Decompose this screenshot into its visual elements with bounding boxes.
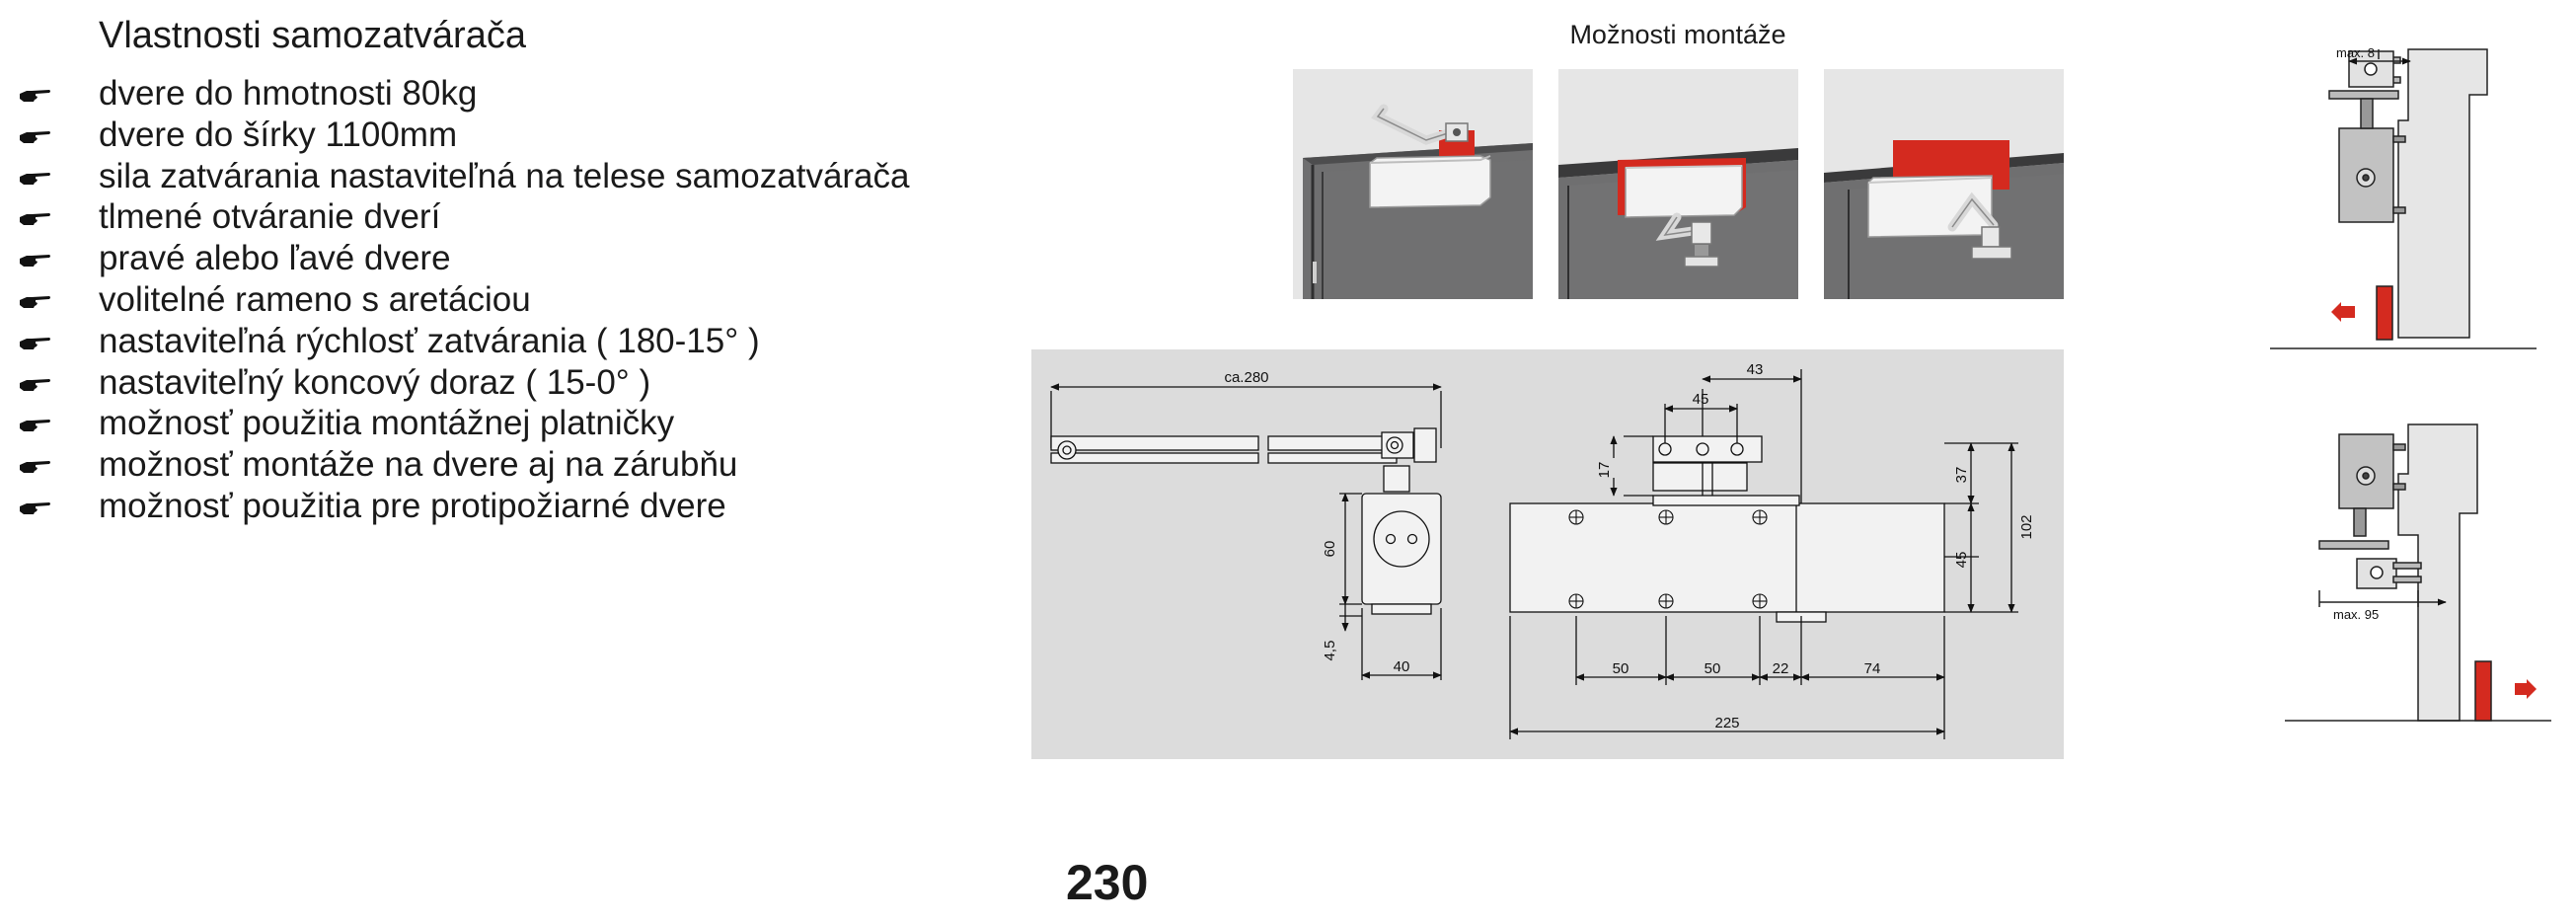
feature-text: nastaviteľný koncový doraz ( 15-0° ) — [99, 362, 651, 402]
mounting-photo-frame — [1558, 69, 1798, 299]
max-95-label: max. 95 — [2333, 607, 2379, 622]
feature-text: tlmené otváranie dverí — [99, 197, 441, 237]
dim-17: 17 — [1596, 462, 1613, 479]
dim-74: 74 — [1864, 660, 1881, 677]
dim-50-a: 50 — [1613, 660, 1629, 677]
dim-arm-length: ca.280 — [1224, 369, 1268, 386]
dim-102: 102 — [2018, 514, 2035, 539]
feature-text: dvere do hmotnosti 80kg — [99, 74, 478, 113]
dim-43: 43 — [1747, 361, 1764, 378]
mounting-photo-plate — [1824, 69, 2064, 299]
page-title: Vlastnosti samozatvárača — [99, 15, 526, 56]
list-item: nastaviteľný koncový doraz ( 15-0° ) — [18, 362, 910, 404]
pointing-hand-icon — [20, 130, 50, 143]
side-view-frame: max. 95 — [2270, 415, 2556, 735]
list-item: dvere do šírky 1100mm — [18, 115, 910, 156]
dimension-labels: ca.280 43 45 17 37 45 102 60 4,5 40 50 5… — [1224, 361, 2035, 731]
feature-text: možnosť použitia montážnej platničky — [99, 404, 675, 443]
feature-list: dvere do hmotnosti 80kg dvere do šírky 1… — [18, 73, 910, 527]
technical-drawing: ca.280 43 45 17 37 45 102 60 4,5 40 50 5… — [1031, 349, 2064, 759]
pointing-hand-icon — [20, 461, 50, 474]
arrow-right-icon — [2515, 679, 2537, 699]
pointing-hand-icon — [20, 501, 50, 514]
dim-60: 60 — [1322, 541, 1338, 558]
dim-40: 40 — [1394, 658, 1410, 675]
dim-45-side: 45 — [1953, 552, 1970, 569]
feature-text: pravé alebo ľavé dvere — [99, 239, 451, 278]
list-item: možnosť použitia pre protipožiarné dvere — [18, 486, 910, 527]
feature-text: sila zatvárania nastaviteľná na telese s… — [99, 156, 910, 195]
list-item: nastaviteľná rýchlosť zatvárania ( 180-1… — [18, 321, 910, 362]
feature-text: možnosť montáže na dvere aj na zárubňu — [99, 445, 738, 485]
pointing-hand-icon — [20, 378, 50, 391]
list-item: sila zatvárania nastaviteľná na telese s… — [18, 156, 910, 197]
side-view-door-leaf: max. 8 — [2260, 30, 2546, 360]
dim-50-b: 50 — [1705, 660, 1721, 677]
pointing-hand-icon — [20, 420, 50, 432]
dim-225: 225 — [1714, 715, 1739, 731]
pointing-hand-icon — [20, 90, 50, 102]
pointing-hand-icon — [20, 337, 50, 349]
dim-37: 37 — [1953, 467, 1970, 484]
list-item: pravé alebo ľavé dvere — [18, 238, 910, 279]
pointing-hand-icon — [20, 213, 50, 226]
dim-4-5: 4,5 — [1322, 641, 1338, 661]
pointing-hand-icon — [20, 172, 50, 185]
feature-text: možnosť použitia pre protipožiarné dvere — [99, 486, 726, 525]
pointing-hand-icon — [20, 295, 50, 308]
mounting-title: Možnosti montáže — [1569, 20, 1786, 49]
mounting-photo-door-leaf — [1293, 69, 1533, 299]
page-number: 230 — [1066, 855, 1149, 910]
feature-text: dvere do šírky 1100mm — [99, 115, 458, 154]
dim-22: 22 — [1773, 660, 1789, 677]
arrow-left-icon — [2331, 302, 2355, 322]
max-8-label: max. 8 — [2336, 45, 2375, 60]
feature-text: nastaviteľná rýchlosť zatvárania ( 180-1… — [99, 321, 760, 360]
list-item: tlmené otváranie dverí — [18, 196, 910, 238]
list-item: volitelné rameno s aretáciou — [18, 279, 910, 321]
feature-text: volitelné rameno s aretáciou — [99, 279, 531, 319]
list-item: možnosť použitia montážnej platničky — [18, 403, 910, 444]
list-item: možnosť montáže na dvere aj na zárubňu — [18, 444, 910, 486]
list-item: dvere do hmotnosti 80kg — [18, 73, 910, 115]
pointing-hand-icon — [20, 255, 50, 268]
dim-45-top: 45 — [1693, 391, 1709, 408]
